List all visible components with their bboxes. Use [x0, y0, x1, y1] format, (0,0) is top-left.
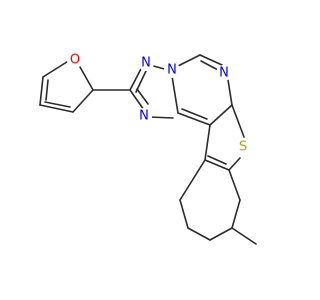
bond [135, 70, 147, 93]
bond [204, 124, 211, 161]
bond [136, 88, 149, 105]
atom-label: N [219, 66, 229, 81]
atom-label: N [141, 56, 151, 71]
bond [204, 159, 230, 171]
bond [171, 75, 179, 114]
bond [42, 59, 71, 78]
structure-canvas: O N N N N S [39, 52, 257, 245]
atom-nitrogen: N [164, 62, 180, 78]
bond [231, 199, 241, 229]
bond [207, 155, 227, 165]
atom-labels: O N N N N S [67, 52, 251, 155]
atom-nitrogen: N [136, 108, 152, 124]
atom-sulfur: S [235, 139, 251, 155]
bond [209, 104, 233, 126]
atom-label: O [70, 53, 80, 68]
bond [45, 79, 49, 101]
atom-nitrogen: N [138, 55, 154, 71]
bond [228, 169, 241, 201]
atom-nitrogen: N [216, 65, 232, 81]
bond [79, 66, 94, 91]
bond [187, 227, 211, 241]
bond [209, 227, 233, 241]
bond [39, 76, 44, 106]
bond [231, 104, 245, 138]
bond [39, 104, 74, 113]
bonds [39, 54, 257, 245]
bond [129, 89, 145, 111]
bond [231, 227, 257, 245]
atom-label: N [139, 109, 149, 124]
atom-label: N [167, 63, 177, 78]
bond [228, 157, 241, 171]
bond [149, 116, 174, 119]
bond [177, 112, 211, 126]
atom-label: S [239, 140, 247, 155]
bond [129, 64, 144, 91]
bond [227, 79, 233, 106]
bond [179, 159, 206, 201]
bond [199, 54, 223, 66]
molecule-diagram: O N N N N S [39, 52, 257, 245]
bond [72, 89, 94, 113]
bond [179, 199, 189, 229]
bond [44, 101, 71, 108]
atom-oxygen: O [67, 52, 83, 68]
bond [181, 108, 208, 120]
bond [200, 60, 219, 71]
